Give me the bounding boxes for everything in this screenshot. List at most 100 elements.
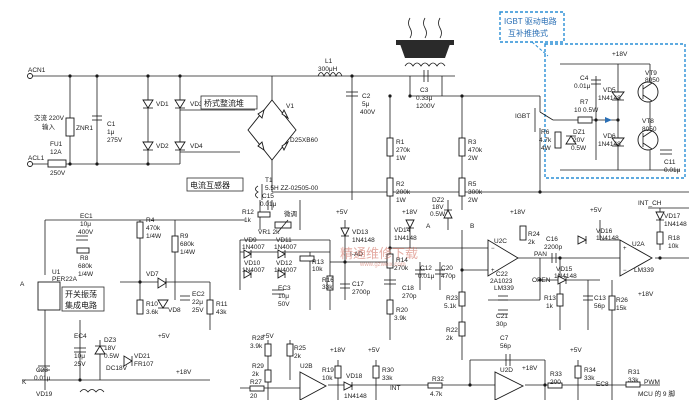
vcc-18v-label-aux: +18V (176, 369, 192, 376)
ec4-capacitor (74, 347, 86, 353)
r10-value: 3.6k (146, 309, 159, 316)
r32-value: 4.7k (430, 391, 443, 398)
igbt-label: IGBT (515, 113, 530, 120)
v1-label: V1 (286, 103, 294, 110)
vcc-5v-label-vd13: +5V (336, 209, 348, 216)
vd2-label: VD2 (156, 143, 169, 150)
c16-capacitor (551, 253, 557, 263)
vd16-label: VD16 (596, 228, 613, 235)
vd5-label: VD5 (603, 87, 616, 94)
wiring (22, 63, 689, 400)
dz3-watt: 0.5W (104, 353, 120, 360)
u2c-label: U2C (494, 238, 507, 245)
heating-coil (404, 62, 446, 67)
vd6-diode (611, 137, 625, 147)
r20-value: 3.9k (394, 315, 407, 322)
pan-label: PAN (534, 251, 547, 258)
node-a-label: A (426, 223, 431, 230)
vd7-diode (157, 277, 167, 289)
r27-value: 20 (250, 393, 258, 400)
ec1-value: 10μ (80, 221, 91, 228)
r30-resistor (372, 365, 380, 379)
r14-label: R14 (396, 257, 408, 264)
c15-label: C15 (262, 193, 274, 200)
vcc-18v-label-u2a: +18V (638, 291, 654, 298)
terminal-k-label: K (22, 379, 27, 386)
igbt-drive-subtitle: 互补推挽式 (508, 28, 548, 38)
u2c-part: LM339 (494, 285, 514, 292)
vd21-diode (123, 355, 133, 367)
c4-label: C4 (580, 75, 589, 82)
svg-text:−: − (623, 268, 627, 274)
c11-label: C11 (664, 159, 676, 166)
cooking-pot-icon (396, 17, 454, 58)
r13b-resistor (556, 293, 564, 307)
c17-value: 2700p (352, 289, 370, 296)
vd15-value: 1N4148 (554, 273, 577, 280)
vd3-label: VD3 (190, 101, 203, 108)
ec1-voltage: 400V (78, 229, 94, 236)
r23-label: R23 (446, 295, 458, 302)
r30-label: R30 (382, 367, 394, 374)
r16-label: R16 (322, 277, 334, 284)
vd16-value: 1N4148 (596, 235, 619, 242)
vd1-label: VD1 (156, 101, 169, 108)
c15-value: 0.01μ (260, 201, 277, 208)
c15-capacitor (267, 200, 273, 210)
vd12-value: 1N4007 (274, 267, 297, 274)
vd7-label: VD7 (146, 271, 159, 278)
vd6-value: 1N4148 (598, 141, 621, 148)
c11-value: 0.01μ (664, 167, 681, 174)
ec2-capacitor (180, 295, 190, 301)
r9-label: R9 (180, 233, 189, 240)
vd5-diode (611, 91, 625, 101)
c16-label: C16 (546, 236, 558, 243)
r2-value: 200k (396, 189, 411, 196)
ec2-voltage: 25V (192, 307, 204, 314)
r4-watt: 1/4W (146, 233, 162, 240)
c18-label: C18 (402, 285, 414, 292)
r24-value: 2k (528, 239, 536, 246)
vt9-label: VT9 (645, 70, 657, 77)
vd13-label: VD13 (352, 229, 369, 236)
l1-label: L1 (325, 58, 333, 65)
r33-resistor (547, 382, 563, 389)
vcc-5v-label-vd16: +5V (590, 207, 602, 214)
vr1-potentiometer (274, 221, 292, 229)
c22-label: C22 (496, 271, 508, 278)
r32-resistor (427, 382, 443, 389)
bridge-rectifier (247, 99, 297, 161)
ec1-label: EC1 (80, 213, 93, 220)
r12-value: 1k (244, 217, 252, 224)
osc-callout-1: 开关振荡 (65, 289, 97, 299)
vd18-diode (343, 381, 354, 391)
vd14-label: VD14 (394, 227, 411, 234)
r2-label: R2 (396, 181, 405, 188)
ec4-value: 10μ (74, 353, 85, 360)
r8-value: 680k (78, 263, 93, 270)
r24-label: R24 (528, 231, 540, 238)
igbt-callout-leader (531, 41, 549, 57)
ec1-capacitor (76, 235, 88, 241)
igbt-drive-highlight (544, 43, 686, 179)
aux-transformer-winding (79, 389, 105, 393)
bridge-callout: 桥式整流堆 (204, 98, 244, 108)
vd8-diode (157, 299, 169, 309)
acn1-label: ACN1 (28, 67, 46, 74)
r27-label: R27 (250, 379, 262, 386)
vt9-value: 8050 (645, 77, 660, 84)
bridge-callout-box (200, 95, 258, 110)
r33-label: R33 (550, 371, 562, 378)
r7-resistor (577, 116, 593, 124)
vd13-value: 1N4148 (352, 237, 375, 244)
c20-capacitor (435, 269, 445, 275)
c18-value: 270p (402, 293, 417, 300)
c17-label: C17 (352, 281, 364, 288)
r29-value: 2k (252, 371, 260, 378)
r10-resistor (136, 299, 144, 315)
r6-label: R6 (541, 129, 550, 136)
r29-label: R29 (252, 363, 264, 370)
r19-label: R19 (322, 367, 334, 374)
r3-resistor (458, 137, 466, 157)
